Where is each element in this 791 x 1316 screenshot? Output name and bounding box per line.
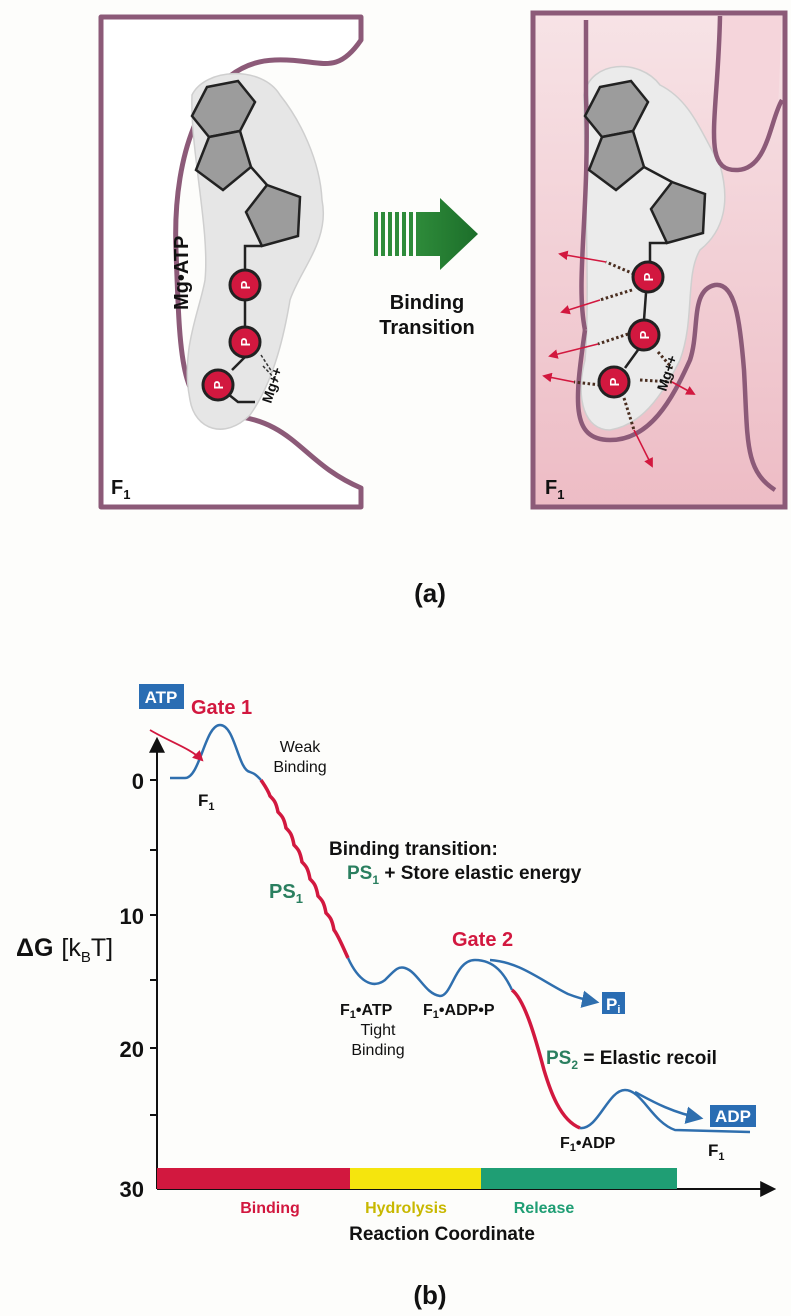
panel-a-caption: (a) — [414, 578, 446, 608]
right-adenine-pentagon-icon — [587, 129, 646, 192]
mg-coordination-lines — [260, 354, 279, 383]
panel-b-caption: (b) — [413, 1280, 446, 1310]
phase-label-release: Release — [514, 1200, 575, 1217]
svg-text:ATP: ATP — [145, 688, 178, 707]
binding-transition-arrow-icon — [374, 198, 478, 270]
left-protein-outline — [98, 14, 364, 510]
tight-binding-line1: Tight — [361, 1022, 397, 1039]
atp-tag: ATP — [139, 684, 184, 709]
y-axis-label: ΔG[kBT] — [16, 934, 113, 966]
adp-release-branch — [634, 1090, 704, 1124]
y-tick-0: 0 — [132, 769, 144, 794]
right-f1-label: F1 — [545, 477, 564, 502]
phosphate-letter: P — [238, 280, 253, 289]
phosphate-letter: P — [607, 377, 622, 386]
energy-curve-release — [579, 1088, 751, 1134]
phase-bar-binding — [157, 1168, 350, 1189]
svg-text:ADP: ADP — [715, 1107, 751, 1126]
phase-label-hydrolysis: Hydrolysis — [365, 1200, 447, 1217]
gate-1-label: Gate 1 — [191, 697, 252, 719]
phosphate-3-icon: P — [201, 368, 235, 402]
phosphate-chain-line — [227, 166, 268, 404]
f1-adp-label: F1•ADP — [560, 1135, 616, 1154]
right-f1-box: P P P Mg++ F1 — [530, 10, 788, 510]
ps2-label: PS2 = Elastic recoil — [546, 1048, 717, 1072]
f1-start-label: F1 — [198, 791, 215, 813]
ps1-label: PS1 — [269, 881, 303, 906]
atp-entry-arrow — [149, 729, 204, 762]
phase-label-binding: Binding — [240, 1200, 300, 1217]
right-phosphate-2-icon: P — [627, 318, 661, 352]
mg-atp-label: Mg•ATP — [171, 236, 193, 310]
pi-release-branch — [489, 958, 600, 1008]
left-f1-label: F1 — [111, 477, 130, 502]
adenine-pentagon-icon — [194, 129, 253, 192]
energy-curve-hydrolysis — [346, 957, 514, 998]
phase-bar-hydrolysis — [350, 1168, 481, 1189]
phase-bar-release — [481, 1168, 677, 1189]
tight-binding-line2: Binding — [351, 1042, 404, 1059]
x-axis-label: Reaction Coordinate — [349, 1224, 535, 1245]
f1-atp-label: F1•ATP — [340, 1002, 393, 1021]
phosphate-letter: P — [211, 380, 226, 389]
weak-binding-line2: Binding — [273, 759, 326, 776]
binding-transition-title: Binding transition: — [329, 839, 498, 860]
weak-binding-line1: Weak — [280, 739, 322, 756]
strain-force-arrows — [542, 250, 696, 468]
y-tick-10: 10 — [120, 904, 144, 929]
f1-end-label: F1 — [708, 1141, 725, 1163]
svg-text:Pi: Pi — [606, 995, 620, 1016]
y-tick-30: 30 — [120, 1177, 144, 1202]
adp-tag: ADP — [710, 1105, 756, 1127]
energy-curve-recoil — [510, 988, 581, 1130]
strain-dashed-lines — [573, 260, 674, 431]
panel-b: 0 10 20 30 ΔG[kBT] Binding Hydrolysis Re… — [16, 684, 777, 1310]
y-tick-20: 20 — [120, 1037, 144, 1062]
left-f1-box: P P P Mg•ATP Mg++ F1 — [98, 14, 364, 510]
right-phosphate-1-icon: P — [631, 260, 665, 294]
right-upper-wall — [714, 16, 782, 169]
right-phosphate-3-icon: P — [597, 365, 631, 399]
phosphate-1-icon: P — [228, 268, 262, 302]
phosphate-letter: P — [238, 337, 253, 346]
binding-transition-line: PS1 + Store elastic energy — [347, 863, 582, 887]
phosphate-2-icon: P — [228, 325, 262, 359]
pi-tag: Pi — [602, 992, 625, 1016]
y-tick-marks — [150, 779, 157, 1116]
energy-curve-gate1 — [170, 723, 262, 781]
arrow-caption-line1: Binding — [390, 292, 464, 314]
panel-a: P P P Mg•ATP Mg++ F1 Binding Transi — [98, 10, 788, 608]
right-protein-outline-lower — [575, 282, 777, 492]
gate-2-label: Gate 2 — [452, 929, 513, 951]
phosphate-letter: P — [637, 330, 652, 339]
phosphate-letter: P — [641, 272, 656, 281]
right-phosphate-chain-line — [623, 165, 673, 369]
arrow-caption-line2: Transition — [379, 317, 475, 339]
ribose-pentagon-icon — [244, 183, 302, 248]
energy-curve-binding-strain — [259, 779, 350, 959]
f1-adp-p-label: F1•ADP•P — [423, 1002, 495, 1021]
right-ribose-pentagon-icon — [649, 180, 707, 245]
